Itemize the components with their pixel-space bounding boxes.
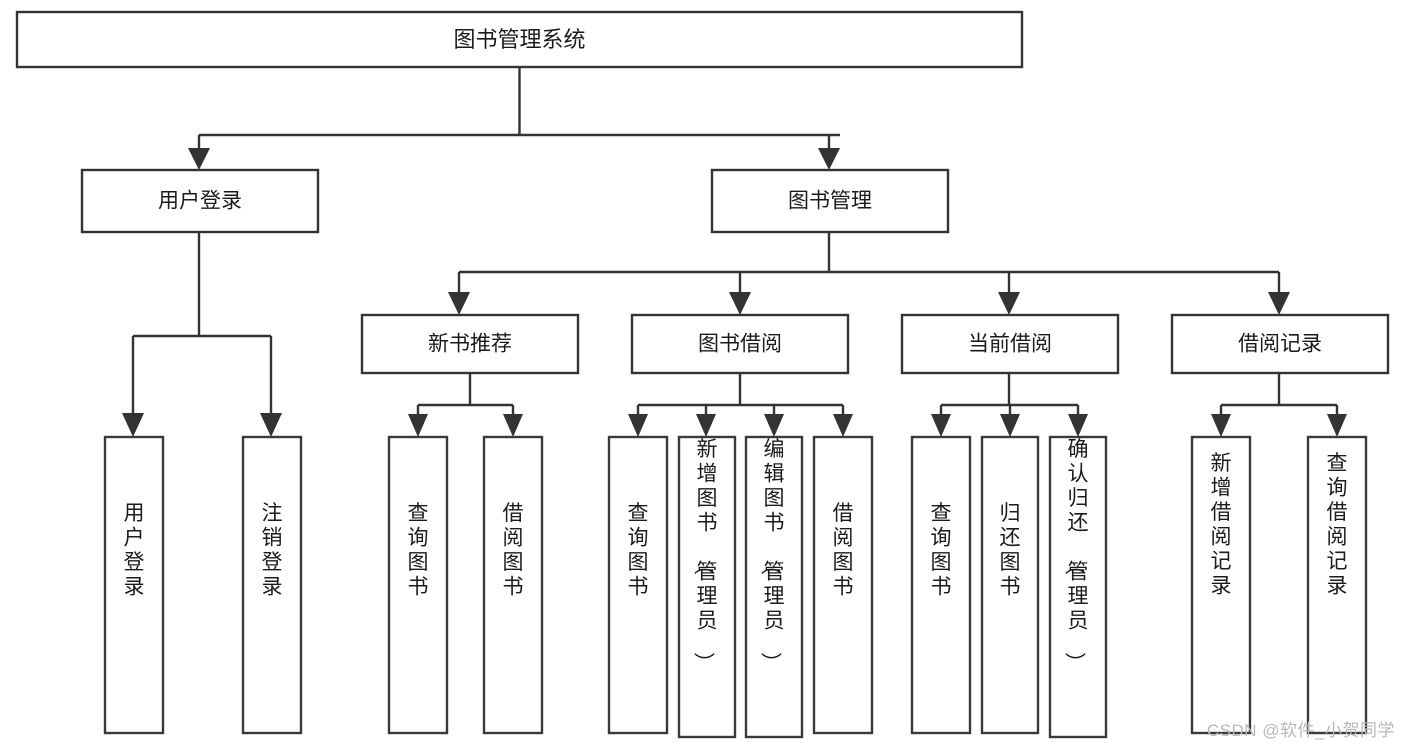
arrowhead-layer bbox=[122, 148, 1347, 437]
node-leaf-query-book-3[interactable]: 查询图书 bbox=[910, 435, 972, 735]
node-book-borrow[interactable]: 图书借阅 bbox=[630, 313, 850, 375]
arrow-to-user-login bbox=[188, 148, 210, 170]
node-leaf-return-book[interactable]: 归还图书 bbox=[980, 435, 1040, 735]
node-borrow-record-box[interactable] bbox=[1170, 313, 1390, 375]
node-book-management[interactable]: 图书管理 bbox=[710, 168, 950, 234]
node-leaf-query-record-box[interactable] bbox=[1306, 435, 1368, 735]
node-root-label: 图书管理系统 bbox=[453, 27, 585, 52]
node-current-borrow-label: 当前借阅 bbox=[968, 333, 1052, 356]
node-leaf-query-book-2[interactable]: 查询图书 bbox=[607, 435, 669, 735]
arrow-to-leaf-borrow-book-1 bbox=[503, 414, 523, 437]
node-book-borrow-box[interactable] bbox=[630, 313, 850, 375]
node-leaf-user-login-box[interactable] bbox=[103, 435, 165, 735]
arrow-to-borrow-record bbox=[1268, 292, 1290, 315]
node-leaf-add-book-label: 新增图书（管理员） bbox=[692, 438, 718, 673]
node-borrow-record[interactable]: 借阅记录 bbox=[1170, 313, 1390, 375]
node-leaf-user-login[interactable]: 用户登录 bbox=[103, 435, 165, 735]
arrow-to-leaf-edit-book bbox=[764, 414, 784, 437]
node-leaf-add-record-box[interactable] bbox=[1190, 435, 1252, 735]
node-user-login-box[interactable] bbox=[80, 168, 320, 234]
csdn-watermark: CSDN @软件_小贺同学 bbox=[1206, 721, 1395, 740]
node-leaf-user-login-label: 用户登录 bbox=[124, 502, 145, 599]
node-leaf-query-book-2-box[interactable] bbox=[607, 435, 669, 735]
node-leaf-query-book-3-box[interactable] bbox=[910, 435, 972, 735]
node-leaf-edit-book-box[interactable] bbox=[744, 435, 804, 739]
node-new-book-recommend-box[interactable] bbox=[360, 313, 580, 375]
arrow-to-leaf-add-record bbox=[1211, 414, 1231, 437]
arrow-to-leaf-borrow-book-2 bbox=[833, 414, 853, 437]
node-current-borrow[interactable]: 当前借阅 bbox=[900, 313, 1120, 375]
arrow-to-new-book-recommend bbox=[448, 292, 470, 315]
node-leaf-logout-login-label: 注销登录 bbox=[262, 502, 283, 599]
arrow-to-leaf-query-book-1 bbox=[408, 414, 428, 437]
node-leaf-borrow-book-1[interactable]: 借阅图书 bbox=[482, 435, 544, 735]
arrow-to-leaf-add-book bbox=[696, 414, 716, 437]
arrow-to-book-borrow bbox=[729, 292, 751, 315]
node-leaf-return-book-box[interactable] bbox=[980, 435, 1040, 735]
node-book-management-label: 图书管理 bbox=[788, 190, 872, 213]
node-leaf-query-book-2-label: 查询图书 bbox=[628, 502, 649, 599]
node-leaf-add-record[interactable]: 新增借阅记录 bbox=[1190, 435, 1252, 735]
node-leaf-edit-book[interactable]: 编辑图书（管理员） bbox=[744, 435, 804, 739]
node-leaf-query-book-3-label: 查询图书 bbox=[931, 502, 952, 599]
arrow-to-leaf-confirm-return bbox=[1068, 414, 1088, 437]
arrow-to-book-management bbox=[818, 148, 840, 170]
node-leaf-borrow-book-2[interactable]: 借阅图书 bbox=[812, 435, 874, 735]
node-leaf-add-book[interactable]: 新增图书（管理员） bbox=[677, 435, 737, 739]
node-borrow-record-label: 借阅记录 bbox=[1238, 333, 1322, 356]
arrow-to-leaf-query-record bbox=[1327, 414, 1347, 437]
node-new-book-recommend[interactable]: 新书推荐 bbox=[360, 313, 580, 375]
node-leaf-query-book-1-box[interactable] bbox=[387, 435, 449, 735]
node-leaf-confirm-return-label: 确认归还（管理员） bbox=[1063, 438, 1089, 673]
node-leaf-query-record[interactable]: 查询借阅记录 bbox=[1306, 435, 1368, 735]
node-leaf-query-record-label: 查询借阅记录 bbox=[1327, 452, 1348, 598]
node-leaf-borrow-book-1-box[interactable] bbox=[482, 435, 544, 735]
arrow-to-leaf-return-book bbox=[1000, 414, 1020, 437]
arrow-to-leaf-user-login bbox=[122, 413, 144, 437]
node-book-borrow-label: 图书借阅 bbox=[698, 333, 782, 356]
node-user-login[interactable]: 用户登录 bbox=[80, 168, 320, 234]
node-leaf-add-record-label: 新增借阅记录 bbox=[1211, 452, 1232, 598]
node-leaf-edit-book-label: 编辑图书（管理员） bbox=[759, 438, 785, 673]
arrow-to-leaf-logout-login bbox=[260, 413, 282, 437]
node-leaf-query-book-1[interactable]: 查询图书 bbox=[387, 435, 449, 735]
node-leaf-query-book-1-label: 查询图书 bbox=[408, 502, 429, 599]
node-leaf-add-book-box[interactable] bbox=[677, 435, 737, 739]
arrow-to-leaf-query-book-2 bbox=[628, 414, 648, 437]
node-root-box[interactable] bbox=[15, 10, 1024, 69]
node-current-borrow-box[interactable] bbox=[900, 313, 1120, 375]
node-leaf-return-book-label: 归还图书 bbox=[1000, 502, 1021, 599]
node-leaf-confirm-return[interactable]: 确认归还（管理员） bbox=[1048, 435, 1108, 739]
node-leaf-logout-login[interactable]: 注销登录 bbox=[241, 435, 303, 735]
arrow-to-current-borrow bbox=[998, 292, 1020, 315]
node-leaf-borrow-book-2-label: 借阅图书 bbox=[833, 502, 854, 599]
leaf-layer: 用户登录 注销登录 查询图书 借阅图书 查询图书 新增图书（管理员） bbox=[103, 435, 1368, 739]
node-leaf-logout-login-box[interactable] bbox=[241, 435, 303, 735]
arrow-to-leaf-query-book-3 bbox=[931, 414, 951, 437]
node-leaf-borrow-book-2-box[interactable] bbox=[812, 435, 874, 735]
node-new-book-recommend-label: 新书推荐 bbox=[428, 333, 512, 356]
node-book-management-box[interactable] bbox=[710, 168, 950, 234]
node-leaf-borrow-book-1-label: 借阅图书 bbox=[503, 502, 524, 599]
node-leaf-confirm-return-box[interactable] bbox=[1048, 435, 1108, 739]
node-root[interactable]: 图书管理系统 bbox=[15, 10, 1024, 69]
node-user-login-label: 用户登录 bbox=[158, 190, 242, 213]
